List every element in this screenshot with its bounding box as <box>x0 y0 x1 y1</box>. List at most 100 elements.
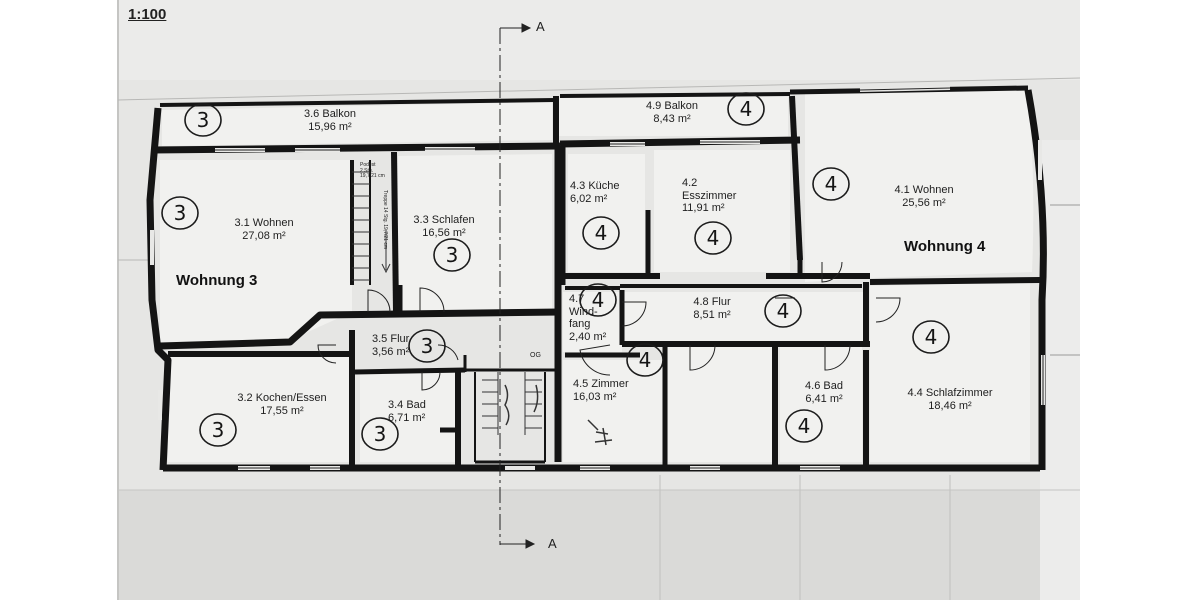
room-area: 17,55 m² <box>260 404 304 417</box>
room-area: 2,40 m² <box>569 330 607 343</box>
apartment-number-mark: 4 <box>739 97 753 121</box>
room-area: 3,56 m² <box>372 345 410 358</box>
circle-mark-icon <box>161 196 199 230</box>
room-area: 8,51 m² <box>693 308 731 321</box>
room-area: 18,46 m² <box>928 399 972 412</box>
circle-mark-icon <box>361 417 399 451</box>
circle-mark-icon <box>785 409 823 443</box>
apartment-number-mark: 4 <box>776 299 790 323</box>
stair-note-line: 19,7/21 cm <box>360 173 385 179</box>
room-name: 4.7 <box>569 293 585 305</box>
outer-wall-left <box>146 107 172 471</box>
apartment-number-mark: 4 <box>706 226 720 250</box>
room-name: 4.5 Zimmer <box>573 378 629 390</box>
room-name: 3.5 Flur <box>372 333 410 345</box>
room-area: 27,08 m² <box>242 229 286 242</box>
stair-vertical-note: Treppe 14 Stg. 19,7/21 cm <box>382 190 388 250</box>
balcony-edge-left <box>159 98 556 107</box>
window-glazing <box>215 87 1044 469</box>
room-name-2: Esszimmer <box>682 189 737 202</box>
circle-mark-icon <box>582 216 620 250</box>
room-area: 8,43 m² <box>653 112 691 125</box>
apartment-number-mark: 3 <box>211 418 225 442</box>
circle-mark-icon <box>184 103 222 137</box>
apartment-number-mark: 3 <box>373 422 387 446</box>
staircase <box>352 171 542 435</box>
circle-mark-icon <box>912 320 950 354</box>
apartment-number-mark: 4 <box>924 325 938 349</box>
room-name: 3.6 Balkon <box>304 108 356 120</box>
apartment-number-mark: 4 <box>797 414 811 438</box>
circle-mark-icon <box>694 221 732 255</box>
stair-note-line: Podest <box>360 162 376 168</box>
apartment-number-mark: 3 <box>445 243 459 267</box>
apartment-label-wohnung-3: Wohnung 3 <box>176 272 258 289</box>
apartment-number-mark: 4 <box>638 348 652 372</box>
scale-label: 1:100 <box>128 6 167 23</box>
apartment-number-mark: 3 <box>173 201 187 225</box>
room-name: 3.4 Bad <box>388 399 426 411</box>
section-marker-bottom: A <box>548 536 557 551</box>
room-name: 4.4 Schlafzimmer <box>907 387 993 399</box>
circle-mark-icon <box>764 294 802 328</box>
section-line <box>499 23 536 549</box>
apartment-number-mark: 3 <box>196 108 210 132</box>
doors <box>317 261 901 391</box>
room-name: 3.2 Kochen/Essen <box>237 392 327 404</box>
apartment-number-mark: 4 <box>591 288 605 312</box>
section-marker-top: A <box>536 19 545 34</box>
room-name: 4.2 <box>682 177 698 189</box>
room-area: 6,71 m² <box>388 411 426 424</box>
room-name: 4.3 Küche <box>570 180 620 192</box>
room-name: 3.1 Wohnen <box>234 217 294 229</box>
north-facade-wall <box>151 142 561 154</box>
room-fills <box>160 90 1034 462</box>
circle-mark-icon <box>408 329 446 363</box>
room-area: 15,96 m² <box>308 120 352 133</box>
room-area: 6,02 m² <box>570 192 608 205</box>
walls <box>146 85 1047 472</box>
room-name: 3.3 Schlafen <box>413 214 475 226</box>
circle-mark-icon <box>433 238 471 272</box>
apartment-number-mark: 3 <box>420 334 434 358</box>
stair-note-line: 2 Stg. <box>360 167 374 174</box>
stair-note: Podest 2 Stg. 19,7/21 cm <box>360 162 385 180</box>
circle-mark-icon <box>812 167 850 201</box>
room-name-3: fang <box>569 318 591 331</box>
room-area: 16,56 m² <box>422 226 466 239</box>
room-name: 4.1 Wohnen <box>894 184 954 196</box>
circle-mark-icon <box>626 343 664 377</box>
room-name: 4.9 Balkon <box>646 100 698 112</box>
apartment-number-mark: 4 <box>824 172 838 196</box>
circle-mark-icon <box>727 92 765 126</box>
apartment-label-wohnung-4: Wohnung 4 <box>904 238 986 255</box>
room-area: 11,91 m² <box>682 202 725 215</box>
room-area: 6,41 m² <box>805 392 843 405</box>
circle-mark-icon <box>199 413 237 447</box>
hand-scribble <box>587 419 613 446</box>
room-name: 4.6 Bad <box>805 380 843 392</box>
room-name: 4.8 Flur <box>693 296 731 308</box>
floor-code: OG <box>530 352 541 359</box>
apartment-number-mark: 4 <box>594 221 608 245</box>
circle-mark-icon <box>579 283 617 317</box>
room-name-2: Wind- <box>569 305 598 318</box>
outer-wall-right <box>1024 89 1047 470</box>
room-area: 16,03 m² <box>573 390 617 403</box>
